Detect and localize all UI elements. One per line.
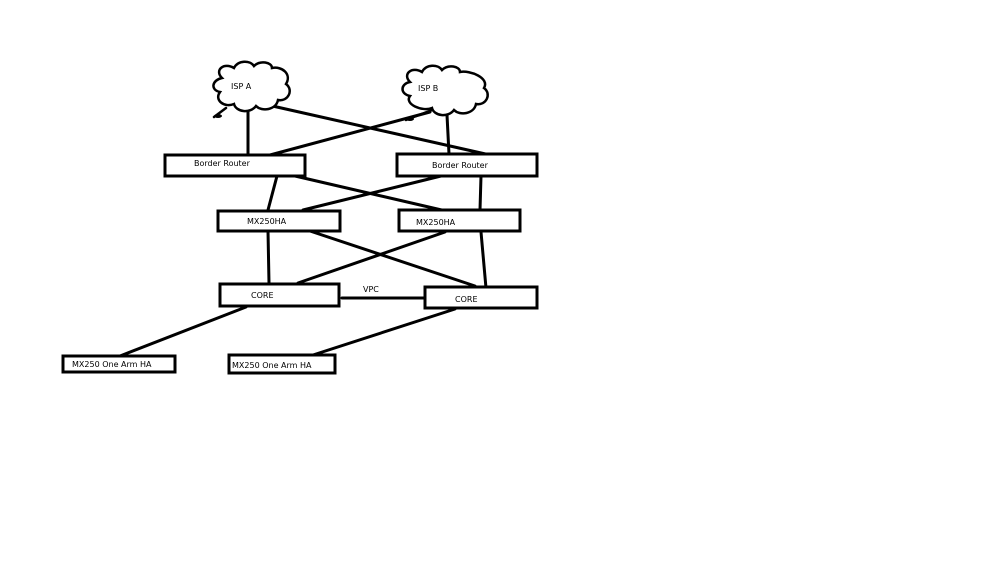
one-arm-ha-2: MX250 One Arm HA (227, 353, 337, 375)
link-mx1-core1 (266, 229, 271, 285)
vpc-label: VPC (363, 285, 379, 294)
firewall-2-label: MX250HA (416, 218, 456, 227)
one-arm-2-label: MX250 One Arm HA (232, 361, 312, 370)
isp-a-label: ISP A (231, 82, 252, 91)
link-mx1-core2 (308, 229, 477, 288)
core-switch-1: CORE (218, 282, 341, 308)
link-ispb-br2 (445, 113, 451, 156)
one-arm-1-label: MX250 One Arm HA (72, 360, 152, 369)
firewall-1: MX250HA (216, 209, 342, 233)
isp-b-label: ISP B (418, 84, 438, 93)
firewall-1-label: MX250HA (247, 217, 287, 226)
border-router-2-label: Border Router (432, 161, 489, 170)
link-mx2-core2 (479, 230, 488, 290)
core-1-label: CORE (251, 291, 274, 300)
link-core2-onearm2 (311, 307, 457, 357)
cloud-isp-a: ISP A (212, 60, 291, 119)
link-br1-mx1 (266, 174, 279, 212)
link-core1-onearm1 (118, 305, 248, 358)
core-switch-2: CORE (423, 285, 539, 310)
border-router-1: Border Router (163, 153, 307, 178)
link-br2-mx1 (301, 174, 443, 212)
one-arm-ha-1: MX250 One Arm HA (61, 354, 177, 374)
link-ispa-br2 (266, 103, 492, 157)
link-ispb-br1 (268, 110, 432, 157)
border-router-1-label: Border Router (194, 159, 251, 168)
core-2-label: CORE (455, 295, 478, 304)
link-mx2-core1 (296, 230, 447, 285)
firewall-2: MX250HA (397, 208, 522, 233)
border-router-2: Border Router (395, 152, 539, 178)
link-br2-mx2 (478, 174, 483, 212)
cloud-isp-b: ISP B (401, 64, 489, 122)
links (118, 103, 492, 358)
